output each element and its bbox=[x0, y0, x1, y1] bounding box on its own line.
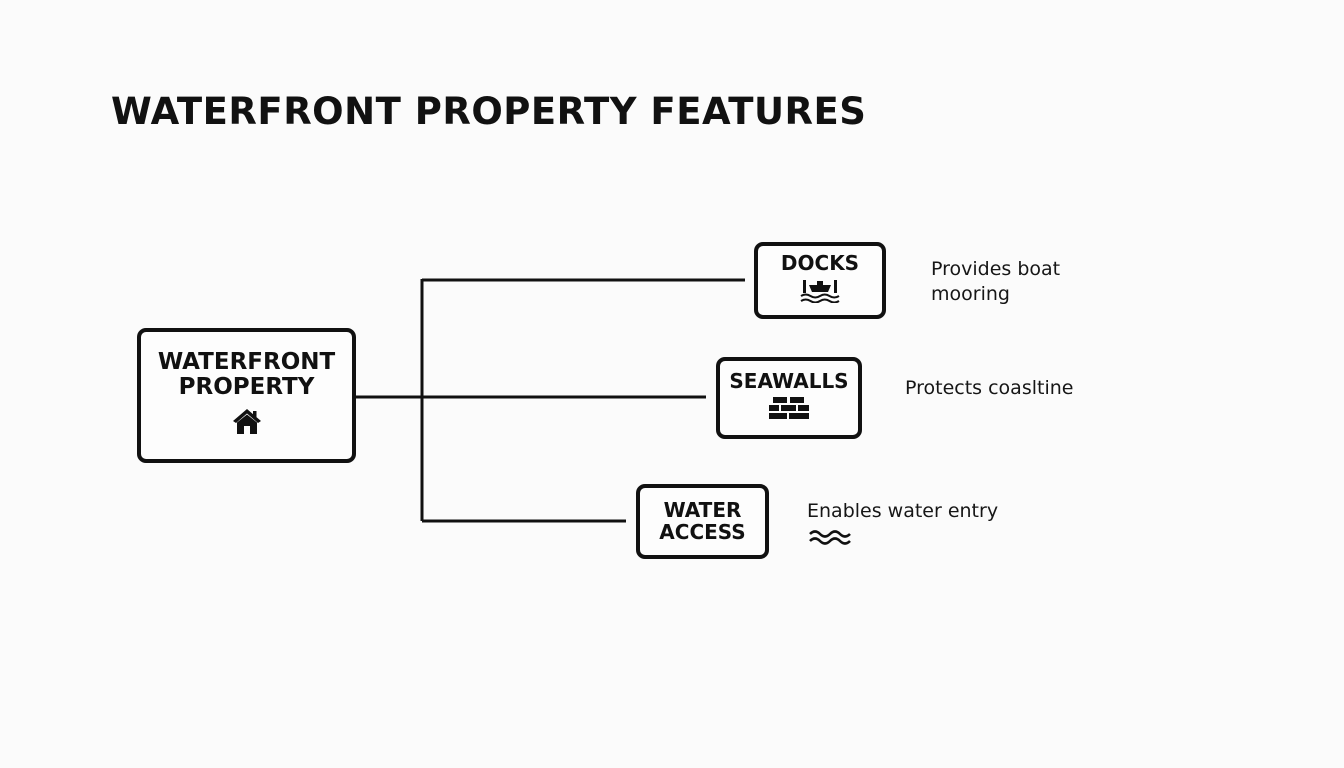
water-access-description: Enables water entry bbox=[807, 500, 999, 522]
seawalls-description: Protects coasltine bbox=[905, 377, 1074, 399]
waves-icon bbox=[809, 528, 851, 550]
feature-node-water-access: WATER ACCESS bbox=[636, 484, 769, 559]
feature-node-docks: DOCKS bbox=[754, 242, 886, 319]
root-node-waterfront-property: WATERFRONT PROPERTY bbox=[137, 328, 356, 463]
diagram-title: WATERFRONT PROPERTY FEATURES bbox=[111, 90, 867, 133]
root-node-label: WATERFRONT PROPERTY bbox=[157, 348, 336, 400]
docks-description: Provides boat mooring bbox=[931, 258, 1061, 305]
water-access-label: WATER ACCESS bbox=[659, 497, 746, 544]
brick-wall-icon bbox=[768, 396, 810, 425]
feature-node-seawalls: SEAWALLS bbox=[716, 357, 862, 439]
seawalls-label: SEAWALLS bbox=[729, 368, 849, 393]
docks-label: DOCKS bbox=[780, 251, 860, 276]
house-icon bbox=[231, 407, 263, 441]
dock-icon bbox=[800, 279, 840, 308]
